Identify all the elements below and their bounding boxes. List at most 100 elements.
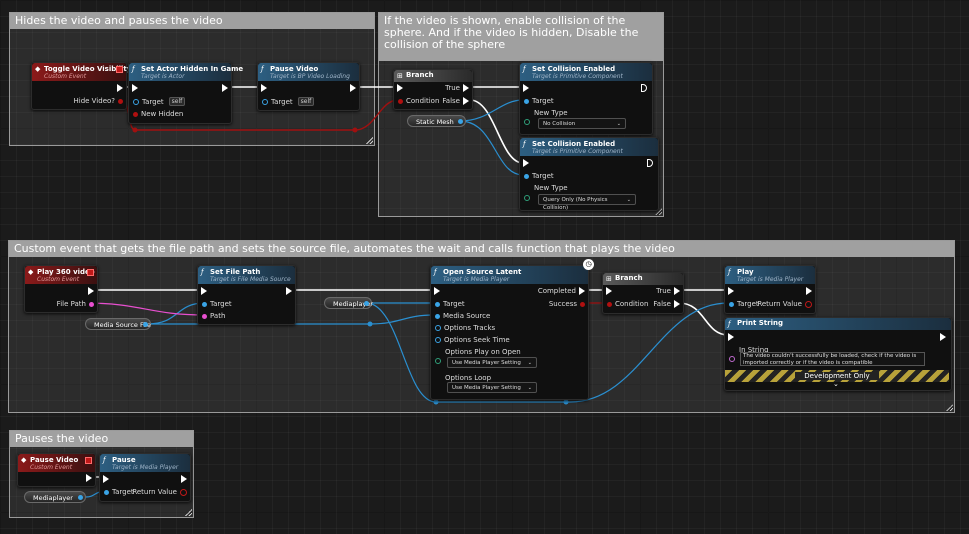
exec-out-pin[interactable] [88,287,94,295]
options-play-pin[interactable] [435,358,441,364]
media-source-file-variable[interactable]: Media Source File [85,318,151,330]
exec-in-pin[interactable] [103,475,109,483]
delegate-pin[interactable] [116,66,123,73]
exec-in-pin[interactable] [132,84,138,92]
open-source-latent-node[interactable]: ƒ Open Source Latent Target is Media Pla… [430,259,594,400]
exec-in-pin[interactable] [261,84,267,92]
false-pin[interactable]: False [650,300,680,308]
exec-icon [647,159,653,167]
node-title: Print String [737,319,783,327]
node-header: ◆ Toggle Video Visibility Custom Event [32,63,131,81]
path-pin[interactable]: Path [202,312,228,320]
exec-out-pin[interactable] [647,159,653,167]
media-source-pin[interactable]: Media Source [435,312,493,320]
exec-out-pin[interactable] [181,475,187,483]
false-pin[interactable]: False [439,97,469,105]
return-value-pin[interactable]: Return Value [754,300,812,308]
expand-chevron-icon[interactable]: ⌄ [833,380,839,388]
new-hidden-pin[interactable]: New Hidden [133,110,186,118]
exec-in-pin[interactable] [728,333,734,341]
play-node[interactable]: ƒ Play Target is Media Player Target Ret… [724,265,816,314]
options-loop-dropdown[interactable]: Use Media Player Setting⌄ [447,382,537,393]
set-file-path-node[interactable]: ƒ Set File Path Target is File Media Sou… [197,265,296,325]
object-pin-icon[interactable] [364,301,369,306]
function-icon: ƒ [728,320,731,328]
target-pin[interactable]: Target [104,488,137,496]
set-collision-enabled-node-1[interactable]: ƒ Set Collision Enabled Target is Primit… [519,62,653,135]
static-mesh-variable[interactable]: Static Mesh [407,115,466,127]
exec-icon [397,84,403,92]
object-pin-icon[interactable] [78,495,83,500]
exec-in-pin[interactable] [728,287,734,295]
hide-video-pin[interactable]: Hide Video? [70,97,123,105]
new-type-pin[interactable] [524,195,530,201]
exec-out-pin[interactable] [940,333,946,341]
exec-in-pin[interactable] [397,84,403,92]
target-pin[interactable]: Target [435,300,468,308]
pause-video-bp-node[interactable]: ƒ Pause Video Target is BP Video Loading… [257,62,360,111]
exec-in-pin[interactable] [434,287,440,295]
condition-pin[interactable]: Condition [607,300,651,308]
target-pin[interactable]: Target [202,300,235,308]
exec-in-pin[interactable] [201,287,207,295]
branch-node-success[interactable]: ⊞ Branch True Condition False [602,272,684,314]
node-subtitle: Target is Actor [141,73,185,80]
comment-title: Pauses the video [10,431,193,447]
true-pin[interactable]: True [653,287,680,295]
completed-pin[interactable]: Completed [535,287,585,295]
node-header: ƒ Set Actor Hidden In Game Target is Act… [129,63,243,81]
pin-label: Target [532,172,554,180]
options-seek-pin[interactable]: Options Seek Time [435,336,513,344]
resize-grip[interactable] [946,404,953,411]
print-string-node[interactable]: ƒ Print String In String The video could… [724,317,952,391]
resize-grip[interactable] [655,208,662,215]
exec-icon [579,287,585,295]
delegate-pin[interactable] [85,457,92,464]
resize-grip[interactable] [185,509,192,516]
play-360-video-node[interactable]: ◆ Play 360 video Custom Event File Path [24,265,98,313]
delegate-pin[interactable] [87,269,94,276]
exec-out-pin[interactable] [86,474,92,482]
object-pin-icon[interactable] [143,322,148,327]
pause-media-node[interactable]: ƒ Pause Target is Media Player Target Re… [99,453,191,502]
target-pin[interactable]: Target [729,300,762,308]
event-icon: ◆ [35,65,41,73]
exec-in-pin[interactable] [523,159,529,167]
exec-in-pin[interactable] [523,84,529,92]
condition-pin[interactable]: Condition [398,97,442,105]
toggle-video-visibility-node[interactable]: ◆ Toggle Video Visibility Custom Event H… [31,62,131,110]
exec-out-pin[interactable] [286,287,292,295]
set-collision-enabled-node-2[interactable]: ƒ Set Collision Enabled Target is Primit… [519,137,659,211]
mediaplayer-variable-2[interactable]: Mediaplayer [24,491,86,503]
success-pin[interactable]: Success [546,300,585,308]
exec-out-pin[interactable] [350,84,356,92]
options-tracks-pin[interactable]: Options Tracks [435,324,498,332]
return-value-pin[interactable]: Return Value [129,488,187,496]
in-string-textbox[interactable]: The video couldn't successfully be loade… [740,352,925,366]
options-play-dropdown[interactable]: Use Media Player Setting⌄ [447,357,537,368]
new-type-pin[interactable] [524,119,530,125]
exec-out-pin[interactable] [117,84,123,92]
resize-grip[interactable] [366,137,373,144]
target-pin[interactable]: Target [524,172,557,180]
function-icon: ƒ [523,140,526,148]
set-actor-hidden-node[interactable]: ƒ Set Actor Hidden In Game Target is Act… [128,62,243,124]
pause-video-event-node[interactable]: ◆ Pause Video Custom Event [17,453,96,487]
target-pin[interactable]: Target [524,97,557,105]
exec-out-pin[interactable] [641,84,647,92]
true-pin[interactable]: True [442,84,469,92]
mediaplayer-variable-1[interactable]: Mediaplayer [324,297,373,309]
new-type-dropdown[interactable]: No Collision⌄ [538,118,626,129]
exec-out-pin[interactable] [806,287,812,295]
object-pin-icon[interactable] [458,119,463,124]
chevron-down-icon: ⌄ [527,360,532,366]
branch-node-collision[interactable]: ⊞ Branch True Condition False [393,69,473,110]
exec-out-pin[interactable] [222,84,228,92]
new-type-dropdown[interactable]: Query Only (No Physics Collision)⌄ [538,194,636,211]
in-string-pin[interactable] [729,356,735,362]
file-path-pin[interactable]: File Path [54,300,94,308]
pin-label: Return Value [757,300,802,308]
exec-in-pin[interactable] [606,287,612,295]
